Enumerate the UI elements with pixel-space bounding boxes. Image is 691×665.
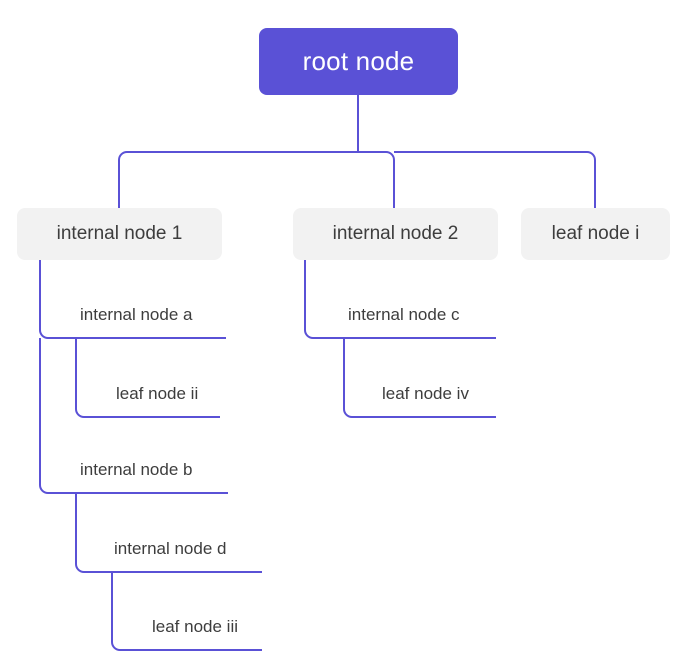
node-internal-node-d-label: internal node d [114,539,227,558]
edge-internal-node-c-to-leaf-node-iv [343,338,496,418]
node-leaf-node-i-label: leaf node i [551,223,640,244]
node-leaf-node-ii-label: leaf node ii [116,384,199,403]
edge-internal-node-2-to-internal-node-c [304,260,496,339]
edge-internal-node-a-to-leaf-node-ii [75,338,220,418]
node-leaf-node-i[interactable]: leaf node i [521,208,670,260]
node-internal-node-2-label: internal node 2 [332,223,459,244]
node-leaf-node-iv[interactable]: leaf node iv [382,384,469,404]
node-internal-node-1-label: internal node 1 [56,223,183,244]
edge-internal-node-1-to-internal-node-a [39,260,226,339]
node-internal-node-b[interactable]: internal node b [80,460,192,480]
edge-internal-node-b-to-internal-node-d [75,493,262,573]
node-internal-node-d[interactable]: internal node d [114,539,226,559]
node-internal-node-a[interactable]: internal node a [80,305,192,325]
node-root-node-label: root node [302,46,415,76]
node-internal-node-1[interactable]: internal node 1 [17,208,222,260]
node-root-node[interactable]: root node [259,28,458,95]
node-internal-node-c[interactable]: internal node c [348,305,460,325]
node-leaf-node-iii-label: leaf node iii [152,617,239,636]
edge-root-bus-right [394,151,596,208]
node-leaf-node-ii[interactable]: leaf node ii [116,384,198,404]
node-internal-node-a-label: internal node a [80,305,193,324]
node-internal-node-b-label: internal node b [80,460,193,479]
edge-root-to-internal-node-1 [118,151,358,208]
node-leaf-node-iii[interactable]: leaf node iii [152,617,238,637]
node-leaf-node-iv-label: leaf node iv [382,384,469,403]
node-internal-node-2[interactable]: internal node 2 [293,208,498,260]
edge-root-to-internal-node-2 [358,151,395,208]
node-internal-node-c-label: internal node c [348,305,460,324]
edge-internal-node-d-to-leaf-node-iii [111,572,262,651]
